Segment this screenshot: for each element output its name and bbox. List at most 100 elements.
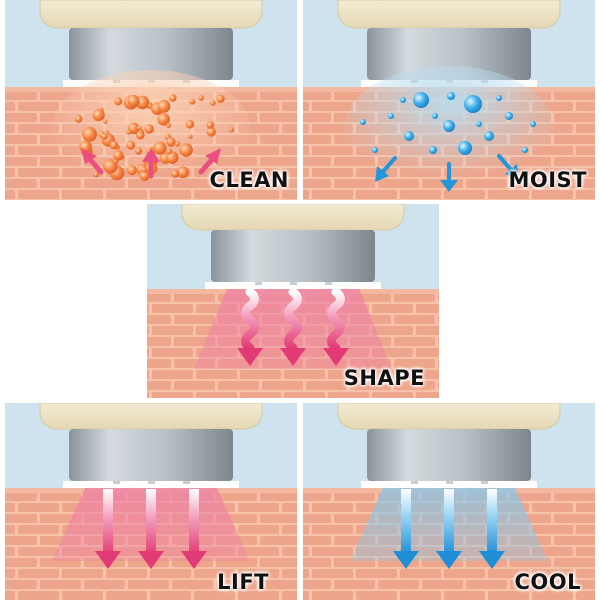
cool-label: COOL — [514, 570, 581, 594]
bubble — [113, 150, 124, 161]
straight-arrows — [95, 489, 207, 569]
droplet — [496, 95, 502, 101]
droplet — [360, 119, 366, 125]
moist-label: MOIST — [508, 168, 587, 192]
droplet — [484, 131, 494, 141]
cool-illustration — [303, 403, 595, 600]
water-droplets — [360, 92, 536, 155]
bubble — [92, 109, 105, 122]
droplet — [522, 147, 528, 153]
clean-illustration — [5, 0, 297, 200]
moist-illustration — [303, 0, 595, 200]
arrow-shaft — [401, 489, 411, 555]
bubble — [166, 137, 176, 147]
bubble — [209, 100, 216, 106]
bubble — [153, 141, 167, 155]
bubble — [114, 97, 123, 106]
wavy-arrow-head — [280, 348, 306, 366]
bubble — [136, 130, 145, 140]
wavy-arrows — [237, 287, 349, 366]
bubble — [189, 98, 196, 105]
clean-label: CLEAN — [209, 168, 289, 192]
bubble — [126, 140, 136, 150]
rising-bubbles — [74, 94, 234, 181]
arrow-head — [479, 551, 505, 569]
bubble — [228, 127, 234, 133]
droplet — [404, 131, 414, 141]
droplet — [476, 121, 482, 127]
arrow-head — [95, 551, 121, 569]
cool-panel: COOL — [303, 403, 595, 600]
moist-panel: MOIST — [303, 0, 595, 200]
bubble — [165, 151, 179, 164]
arrow-head — [393, 551, 419, 569]
arrow-head — [436, 551, 462, 569]
bubble — [127, 165, 137, 176]
bubble — [174, 141, 181, 147]
bubble — [144, 124, 154, 134]
bubble — [137, 125, 142, 131]
droplet — [432, 113, 438, 119]
bubble — [135, 147, 142, 155]
arrow-shaft — [103, 489, 113, 555]
bubble — [216, 94, 225, 103]
bubble — [82, 126, 97, 142]
bubble — [171, 169, 180, 178]
shape-panel: SHAPE — [147, 204, 439, 398]
bubble — [177, 166, 189, 179]
bubble — [166, 148, 173, 155]
droplet — [400, 97, 406, 103]
wavy-arrow-head — [237, 348, 263, 366]
bubble — [157, 113, 170, 126]
droplet — [458, 141, 472, 155]
device-head — [69, 429, 233, 481]
wavy-arrow-shaft — [241, 287, 259, 353]
lift-label: LIFT — [217, 570, 269, 594]
bubble — [198, 95, 204, 101]
bubble — [127, 94, 140, 108]
droplet — [429, 146, 437, 154]
arrow-shaft — [189, 489, 199, 555]
shape-label: SHAPE — [343, 366, 425, 390]
wavy-arrow-shaft — [327, 287, 345, 353]
bubble — [206, 121, 215, 129]
bubble — [101, 133, 108, 140]
shape-illustration — [147, 204, 439, 398]
droplet — [443, 120, 455, 132]
lift-panel: LIFT — [5, 403, 297, 600]
lift-illustration — [5, 403, 297, 600]
wavy-arrow-head — [323, 348, 349, 366]
wavy-arrow-shaft — [284, 287, 302, 353]
device-head — [367, 429, 531, 481]
bubble — [179, 143, 193, 157]
bubble — [166, 123, 172, 128]
arrow-head — [181, 551, 207, 569]
bubble — [188, 134, 193, 139]
droplet — [447, 92, 455, 100]
bubble — [169, 94, 177, 102]
bubble — [93, 171, 100, 178]
device-head — [69, 28, 233, 80]
arrow-head — [138, 551, 164, 569]
device-head — [211, 230, 375, 282]
bubble — [141, 167, 147, 173]
bubble — [74, 115, 83, 123]
bubble — [103, 119, 108, 124]
arrow-shaft — [444, 489, 454, 555]
clean-panel: CLEAN — [5, 0, 297, 200]
arrow-shaft — [146, 489, 156, 555]
droplet — [413, 92, 429, 108]
droplet — [388, 113, 394, 119]
droplet — [505, 112, 513, 120]
droplet — [372, 147, 378, 153]
bubble — [109, 140, 119, 150]
bubble — [185, 119, 195, 129]
device-head — [367, 28, 531, 80]
bubble — [157, 99, 171, 113]
droplet — [530, 121, 536, 127]
straight-arrows — [393, 489, 505, 569]
bubble — [139, 170, 150, 181]
bubble — [206, 127, 216, 137]
arrow-shaft — [487, 489, 497, 555]
droplet — [464, 95, 482, 113]
